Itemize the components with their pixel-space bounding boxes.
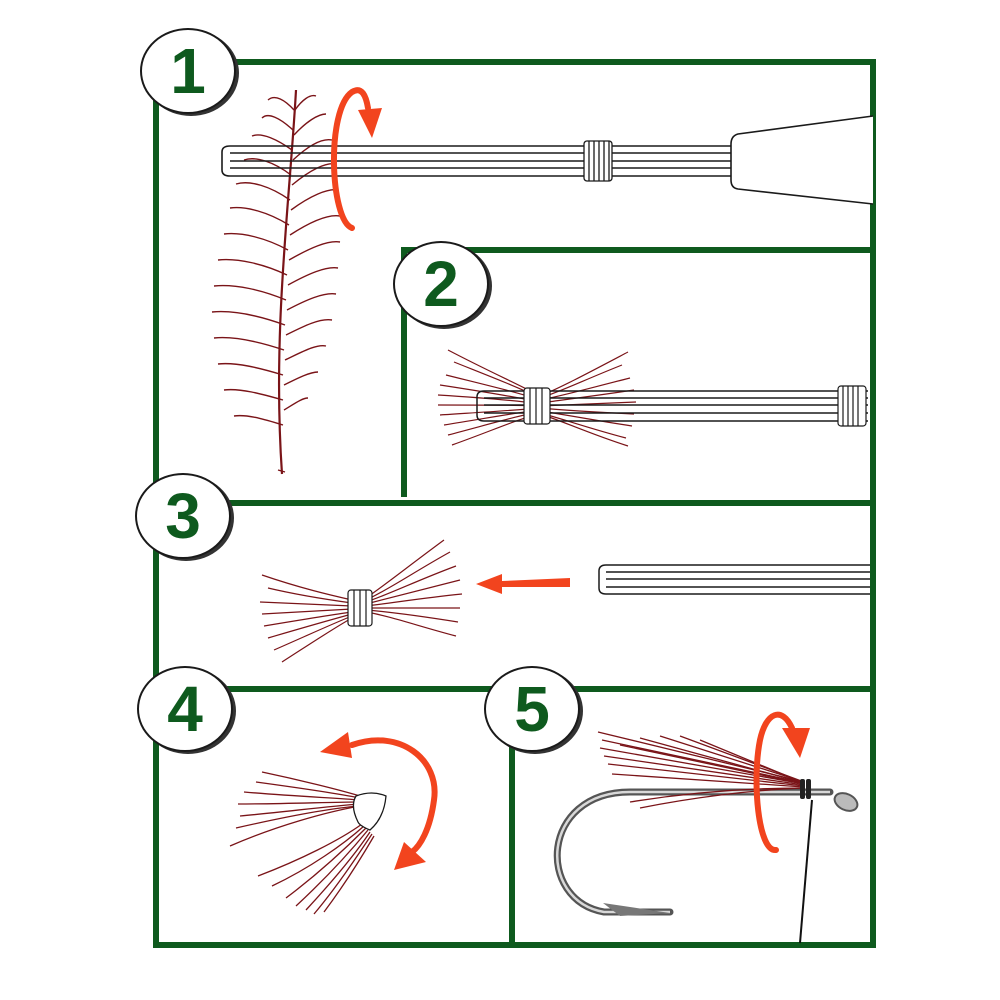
- fiber-bundle: [259, 539, 463, 663]
- double-curved-arrow-icon: [320, 732, 438, 870]
- fish-hook: [553, 788, 834, 916]
- step-number: 1: [170, 35, 206, 107]
- step-badge-3: 3: [135, 473, 231, 559]
- folded-fibers: [229, 771, 375, 915]
- panel-3-illustration: [259, 539, 870, 663]
- tied-fibers: [597, 731, 805, 809]
- step-badge-1: 1: [140, 28, 236, 114]
- panel-1-illustration: [211, 87, 874, 475]
- left-arrow-icon: [476, 574, 570, 594]
- step-number: 5: [514, 673, 550, 745]
- rotation-arrow-icon: [753, 711, 810, 853]
- tying-thread: [799, 799, 813, 944]
- step-number: 3: [165, 480, 201, 552]
- panel-2-illustration: [437, 349, 868, 447]
- step-number: 2: [423, 248, 459, 320]
- panel-5-illustration: [553, 711, 859, 944]
- hook-eye: [833, 792, 859, 812]
- panel-frame: [153, 59, 876, 948]
- thread-wrap: [523, 385, 867, 427]
- tying-tube: [598, 564, 870, 595]
- step-number: 4: [167, 673, 203, 745]
- step-badge-4: 4: [137, 666, 233, 752]
- thread-wrap: [347, 589, 373, 627]
- step-badge-2: 2: [393, 241, 489, 327]
- thread-wrap: [352, 792, 387, 831]
- tool-handle: [730, 115, 874, 205]
- tying-tube: [221, 145, 736, 177]
- thread-wrap: [800, 779, 811, 799]
- panel-4-illustration: [229, 732, 438, 915]
- hook-barb: [603, 903, 670, 916]
- thread-wrap: [583, 140, 613, 182]
- step-badge-5: 5: [484, 666, 580, 752]
- rotation-arrow-icon: [330, 87, 382, 231]
- feather: [211, 89, 341, 475]
